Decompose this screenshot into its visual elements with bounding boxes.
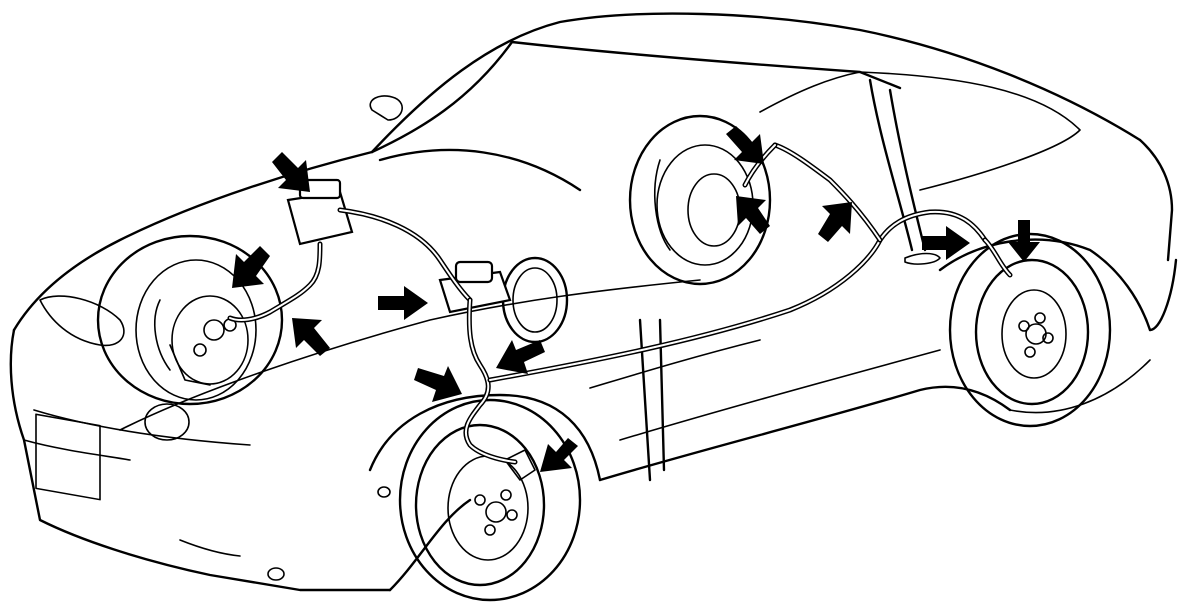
arrow-rear-left-line bbox=[922, 226, 970, 260]
front-right-wheel bbox=[96, 234, 284, 406]
abs-actuator bbox=[286, 178, 354, 246]
rear-left-wheel bbox=[948, 232, 1112, 428]
arrow-rear-left-caliper bbox=[1008, 220, 1040, 262]
arrow-rear-right-line-upper bbox=[726, 126, 764, 164]
brake-lines bbox=[227, 142, 1013, 465]
arrow-actuator bbox=[272, 152, 310, 192]
arrow-front-left-caliper bbox=[540, 438, 578, 472]
arrow-front-right-line bbox=[292, 318, 330, 356]
front-left-wheel bbox=[398, 398, 582, 602]
arrows bbox=[232, 126, 1040, 472]
arrow-rear-right-junction bbox=[818, 202, 852, 242]
arrow-front-right-caliper bbox=[232, 246, 270, 288]
arrow-master-cylinder bbox=[378, 286, 428, 320]
car-body-outline bbox=[9, 12, 1178, 592]
arrow-front-left-line-lower bbox=[414, 366, 462, 402]
arrow-rear-right-caliper bbox=[736, 196, 770, 234]
arrow-front-left-line-upper bbox=[496, 340, 545, 374]
master-cylinder bbox=[438, 260, 512, 314]
